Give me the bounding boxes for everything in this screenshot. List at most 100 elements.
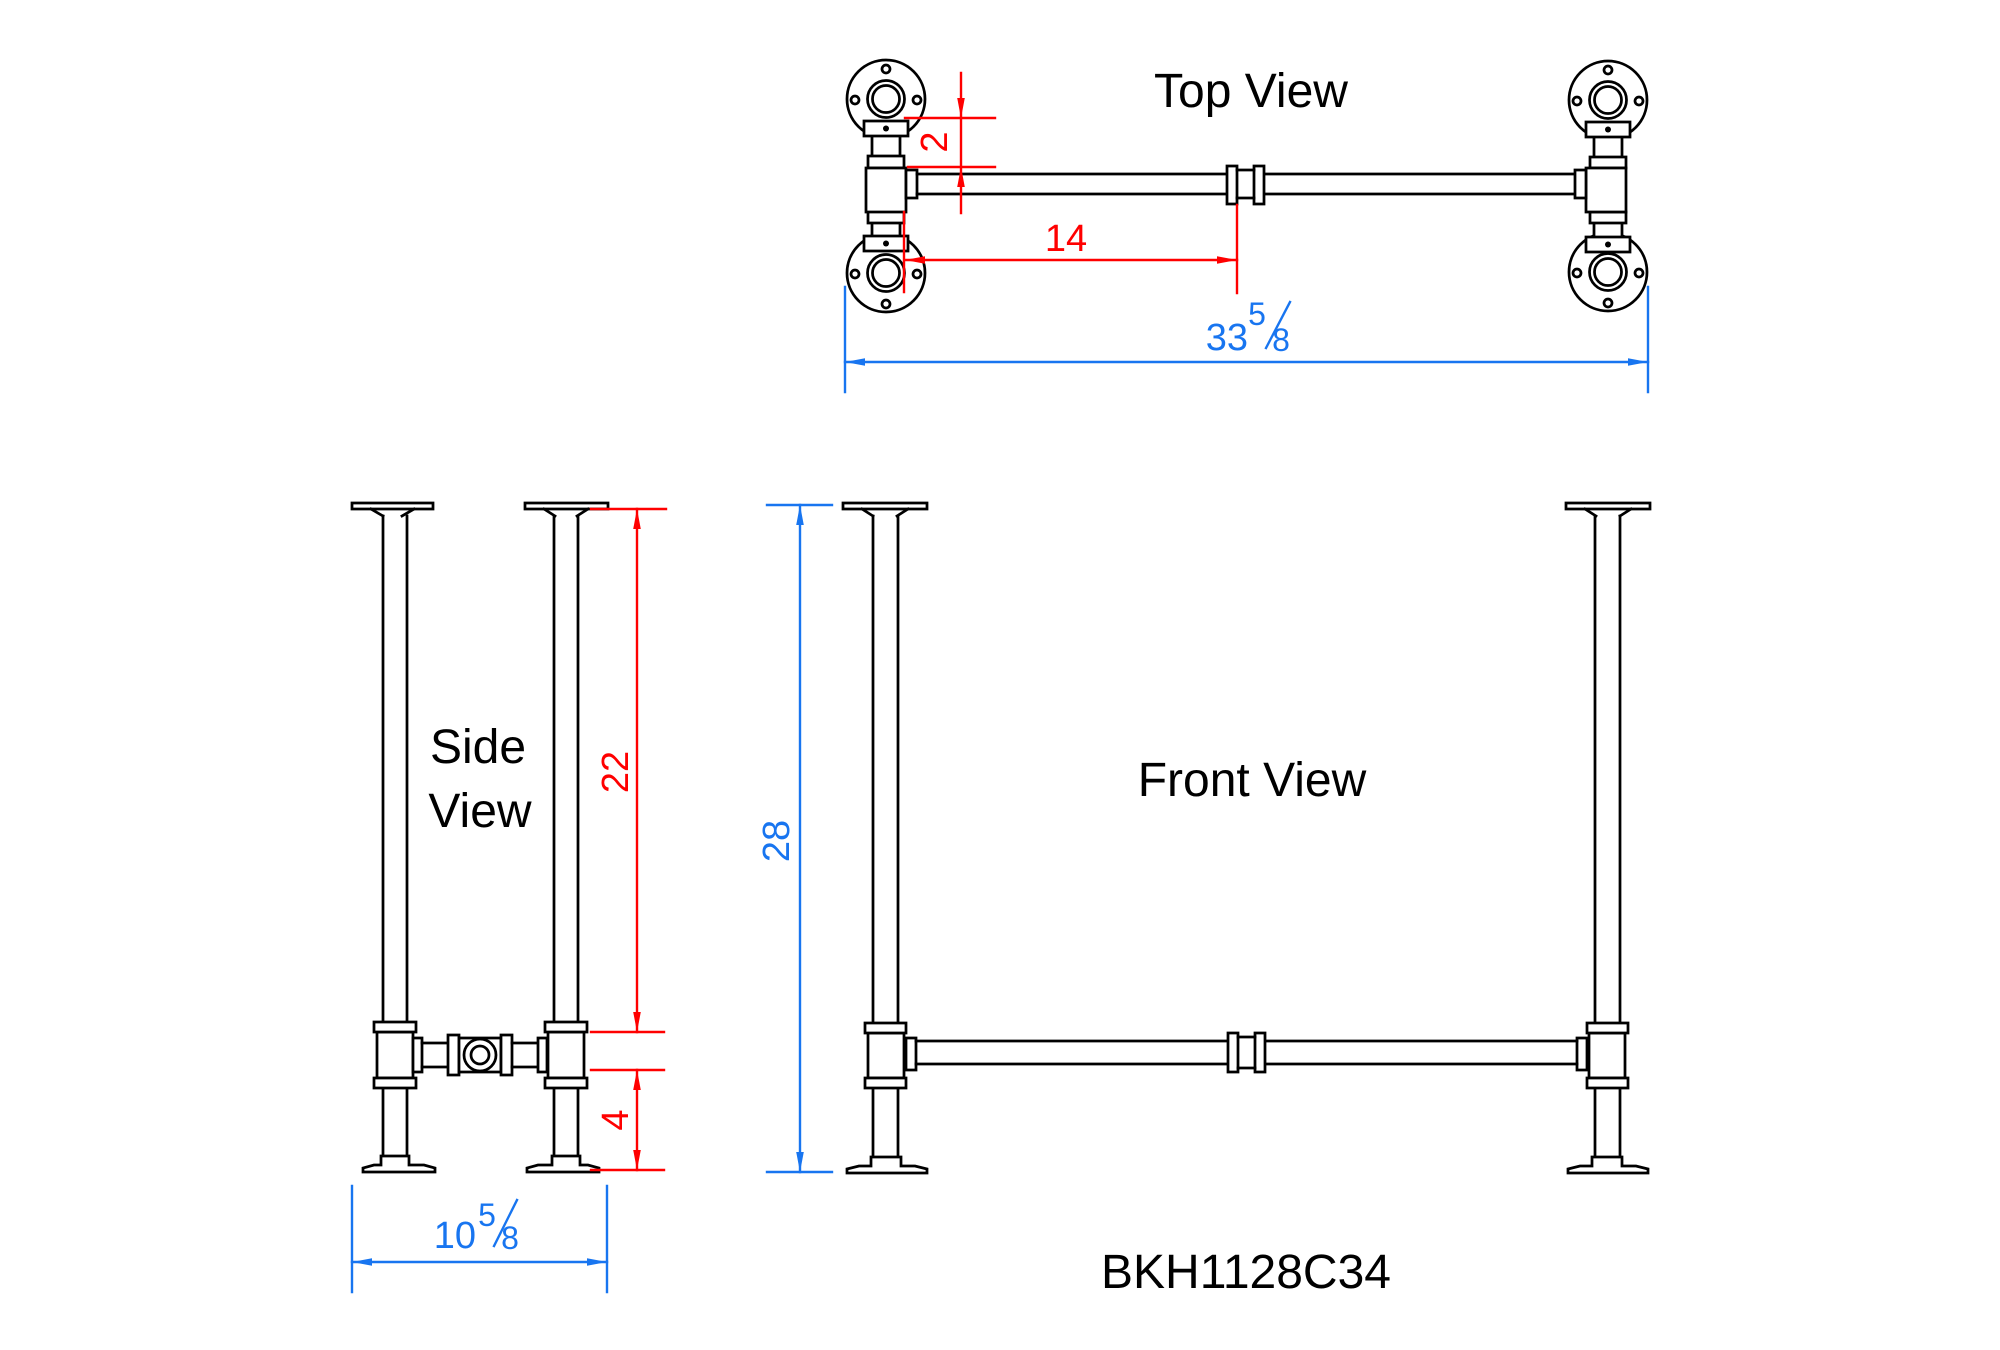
arrowhead [633, 1150, 641, 1170]
arrowhead [845, 358, 865, 366]
tee-fitting [1584, 166, 1628, 214]
pipe-socket [1575, 1036, 1589, 1072]
foot-flange [361, 1154, 437, 1174]
pipe-socket [1573, 168, 1588, 200]
arrowhead [1628, 358, 1648, 366]
dim-depth: 10 5 8 [350, 1184, 609, 1294]
dim-upper-leg: 22 [589, 507, 668, 1034]
part-number: BKH1128C34 [1101, 1246, 1391, 1299]
side-view [350, 501, 610, 1174]
dim-overall-height: 28 [756, 503, 834, 1174]
arrowhead [633, 509, 641, 529]
foot-flange [845, 1155, 929, 1175]
pipe-coupling [1225, 164, 1266, 206]
flange-plate [350, 501, 435, 511]
arrowhead [1217, 256, 1237, 264]
top-view [845, 58, 1649, 314]
clamp-fitting [372, 1076, 418, 1090]
flange-plate [1564, 501, 1652, 511]
tee-fitting [546, 1030, 586, 1080]
clamp-fitting [543, 1076, 589, 1090]
dim-foot-height: 4 [589, 1068, 666, 1172]
side-view-title-line2: View [428, 785, 532, 838]
dim-label-33-num: 5 [1248, 296, 1266, 332]
bolt-hole [880, 298, 892, 310]
side-view-crossbar [411, 1033, 549, 1077]
arrowhead [633, 1012, 641, 1032]
dim-label-4: 4 [595, 1109, 637, 1130]
arrowhead [352, 1258, 372, 1266]
dim-label-33-den: 8 [1272, 322, 1290, 358]
clamp-fitting [543, 1020, 589, 1034]
pipe-socket [904, 168, 919, 200]
side-view-top-flanges [350, 501, 610, 518]
pipe-socket [536, 1036, 549, 1074]
front-view-legs [871, 514, 1622, 1158]
dim-label-22: 22 [595, 751, 637, 793]
labels: Top View Side View Front View BKH1128C34 [428, 65, 1391, 1299]
dim-label-33: 33 [1206, 317, 1248, 359]
front-view-feet [845, 1155, 1650, 1175]
arrowhead [957, 98, 965, 118]
tee-fitting [375, 1030, 415, 1080]
bolt-hole [1633, 267, 1645, 279]
flange-plate [841, 501, 929, 511]
bolt-hole [1571, 267, 1583, 279]
bolt-hole [1602, 297, 1614, 309]
pipe-socket [411, 1036, 424, 1074]
coupling-band [499, 1033, 514, 1077]
tee-fitting [864, 166, 908, 214]
front-view-tees [863, 1021, 1630, 1090]
clamp-fitting [863, 1021, 908, 1035]
flange-plate [523, 501, 610, 511]
clamp-fitting [372, 1020, 418, 1034]
tee-fitting [866, 1031, 906, 1080]
pipe-coupling [1226, 1031, 1267, 1074]
clamp-fitting [1588, 210, 1628, 225]
clamp-fitting [863, 1076, 908, 1090]
dim-label-28: 28 [756, 820, 798, 862]
clamp-fitting [1585, 1076, 1630, 1090]
arrowhead [796, 505, 804, 525]
bolt-hole [1633, 95, 1645, 107]
side-view-tees [372, 1020, 589, 1090]
dim-overall-width: 33 5 8 [843, 285, 1650, 394]
dim-label-10: 10 [434, 1215, 476, 1257]
bolt-hole [1602, 64, 1614, 76]
clamp-fitting [1588, 155, 1628, 170]
foot-flange [525, 1154, 601, 1174]
fraction-slash [492, 1198, 519, 1248]
front-view-top-flanges [841, 501, 1652, 518]
side-view-title-line1: Side [430, 721, 526, 774]
bolt-hole [849, 94, 861, 106]
coupling-band [446, 1033, 461, 1077]
foot-flange [1566, 1155, 1650, 1175]
cross-outlet [462, 1037, 498, 1073]
dim-label-2: 2 [914, 131, 956, 152]
pipe-socket [904, 1036, 918, 1072]
top-view-left-flange-pair [845, 58, 927, 314]
arrowhead [633, 1070, 641, 1090]
front-view-title: Front View [1138, 754, 1367, 807]
arrowhead [587, 1258, 607, 1266]
bolt-hole [911, 94, 923, 106]
arrowhead [905, 256, 925, 264]
red-dimensions: 2 14 22 4 [589, 71, 1239, 1172]
dim-label-10-num: 5 [478, 1197, 496, 1233]
top-view-right-flange-pair [1567, 59, 1649, 313]
bolt-hole [849, 268, 861, 280]
bolt-hole [911, 268, 923, 280]
clamp-fitting [1585, 1021, 1630, 1035]
bolt-hole [880, 63, 892, 75]
tee-fitting [1587, 1031, 1627, 1080]
fraction-slash [1264, 300, 1292, 350]
arrowhead [796, 1152, 804, 1172]
front-view-stretcher-pipe [914, 1031, 1579, 1074]
dim-pipe-offset: 2 [903, 71, 997, 215]
bolt-hole [1571, 95, 1583, 107]
side-view-feet [361, 1154, 601, 1174]
front-view [841, 501, 1652, 1175]
dim-label-10-den: 8 [501, 1220, 519, 1256]
side-view-legs [381, 514, 580, 1158]
